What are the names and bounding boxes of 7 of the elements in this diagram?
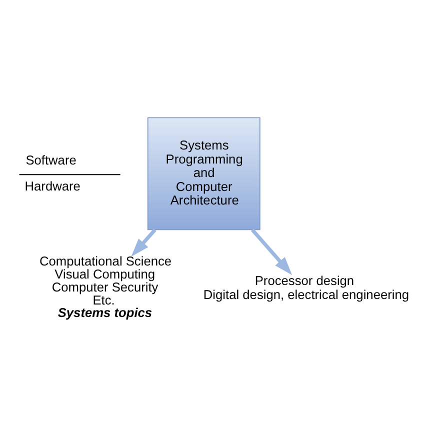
label: Hardware: [24, 178, 80, 194]
arrow: [131, 228, 156, 257]
label: Software: [26, 152, 76, 168]
node-text: Processor design Digital design, electrical engineering: [203, 273, 410, 302]
arrow: [250, 228, 292, 276]
node-box: Systems Programming and Computer Architecture: [147, 117, 260, 230]
node-text: Computational Science Visual Computing Computer Security Etc. Systems topics: [39, 254, 172, 320]
